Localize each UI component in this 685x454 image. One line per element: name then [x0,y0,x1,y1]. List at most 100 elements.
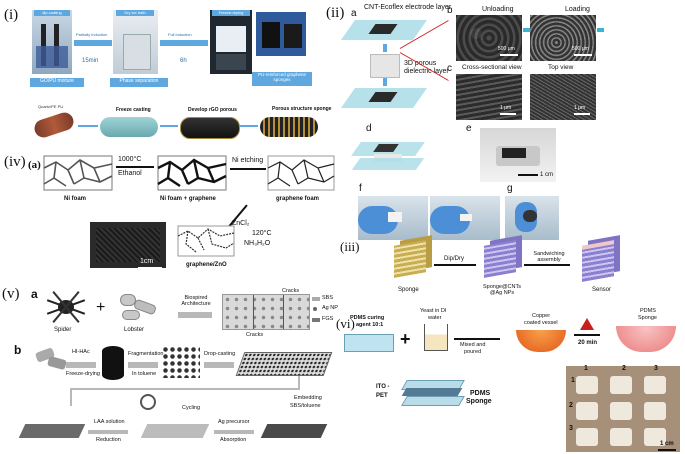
ii-loading: Loading [565,6,590,13]
v-embedding: Embedding [294,395,322,401]
step-label-dry-ice: Dry ice bath [116,10,154,17]
vi-sponge: Sponge [638,315,657,321]
fragments-cluster [162,346,200,378]
grid-col-1: 1 [584,365,588,372]
label-porous-sponge: Porous structure sponge [272,106,332,112]
box-go-pu-mixture: GO/PU mixture [30,78,84,87]
v-sbs-toluene: SBS/toluene [290,403,321,409]
arrow-cyan-left [523,28,530,32]
black-cylinder [102,346,124,380]
photo-g [505,196,559,240]
panel-iv-sub: (a) [28,159,41,171]
v-spider: Spider [54,327,72,333]
vi-time: 20 min [578,340,598,346]
scale-b1: 500 μm [498,46,515,52]
iv-scale: 1cm [140,258,154,265]
ito-stack [401,380,465,406]
vi-pdms-2: PDMS [470,390,491,397]
drop-film [235,352,333,376]
v-lobster: Lobster [124,327,145,333]
vi-scale: 1 cm [660,441,674,447]
iii-sponge: Sponge [398,287,419,293]
vi-poured: poured [464,349,482,355]
panel-iv-label: (iv) [4,154,26,170]
roll-label: Quartz/PE PU [38,104,64,109]
vi-scale-bar [658,449,676,451]
v-arrow-drop [204,362,234,368]
photo-f1 [358,196,428,240]
panel-vi-label: (vi) [336,316,355,331]
label-freeze-casting: Freeze casting [116,107,151,113]
graphene-foam-diagram [267,155,335,191]
bottom-arrows-3 [240,125,258,127]
v-cycling: Cycling [182,405,201,411]
graphene-zno-diagram [177,225,235,257]
arrow-down-1 [383,44,387,52]
roll-porous [260,117,318,137]
reagent-temp: 120°C [252,230,272,237]
sem-top-view [530,74,596,120]
panel-ii-label: (ii) [326,5,345,21]
grid-row-3: 3 [569,425,573,432]
ii-c-label: c [447,63,452,74]
panel-i-photo-4 [256,12,306,56]
v-plus: + [96,299,106,316]
bottom-arrows [78,125,98,127]
red-triangle [580,318,594,330]
e-scale: 1 cm [540,172,554,178]
v-arrow-laa [88,430,128,434]
hi-hac-flakes [34,346,68,371]
sem-loading [530,15,596,61]
v-reduction: Reduction [96,437,121,443]
box-pu-graphene-sponges: PU-reinforced graphene sponges [252,72,312,86]
vi-coated: coated vessel [524,320,558,326]
iii-sandwich: Sandwiching assembly [533,251,565,264]
lobster-image [114,290,158,324]
ni-foam-diagram [43,155,113,191]
scale-c1: 1 μm [500,105,512,111]
vi-pdms: PDMS [640,308,656,314]
device-e-photo [480,128,556,182]
photo-f2 [430,196,500,240]
ii-b-label: b [447,5,453,16]
vi-arrow-mix [454,338,500,340]
arrow-1-time: 15min [82,58,99,64]
v-arrow-freeze [66,362,96,368]
vi-agent: agent 10:1 [356,322,384,328]
ii-top-view: Top view [548,64,574,71]
vi-arrow-bake [574,334,600,336]
panel-iii-label: (iii) [340,239,360,254]
legend-ag-swatch [313,307,317,311]
vi-copper: Copper [532,313,551,319]
panel-i-photo-2 [113,10,158,74]
beaker [424,324,448,351]
cycling-loop [70,388,300,390]
iii-sensor: Sensor [592,287,612,293]
arrow-1-label: Partially induction [76,32,108,37]
arrow-cvd [116,166,154,168]
box-phase-separation: Phase separation [110,78,168,87]
scale-c2: 1 μm [574,105,586,111]
crack-film [222,294,310,330]
e-scale-bar [518,174,538,176]
v-laa: LAA solution [94,419,125,425]
vi-ito: ITO - [376,384,390,390]
sensor [582,240,614,282]
sponge-yellow [394,240,426,278]
sponge-purple [484,240,516,278]
v-hi-hac: HI-HAc [72,349,90,355]
copper-vessel [516,330,566,352]
ni-foam-graphene-diagram [157,155,227,191]
vi-sponge-2: Sponge [466,398,492,405]
arrow-2-time: 6h [180,58,187,64]
pdms-tray [344,334,394,352]
v-fragmentation: Fragmentation [128,351,164,357]
sem-cross-section [456,74,522,120]
vi-water: water [428,315,442,321]
v-arrow-ag [214,430,254,434]
cycling-right-drop [298,376,300,390]
scale-bar-b1 [500,54,518,56]
label-develop-rgo: Develop rGO porous [188,107,237,113]
ni-foam-graphene-label: Ni foam + graphene [160,196,216,202]
scale-b2: 500 μm [572,46,589,52]
